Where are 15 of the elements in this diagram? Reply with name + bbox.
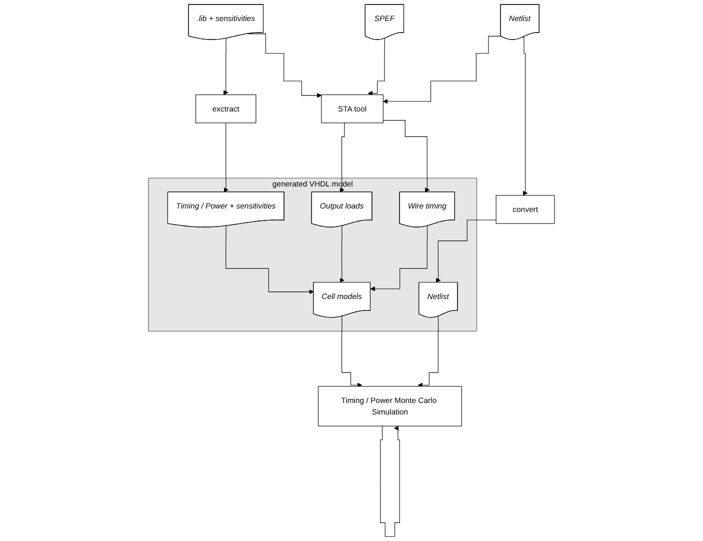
arrow <box>380 426 400 537</box>
arrow <box>382 36 502 104</box>
arrow <box>340 122 348 192</box>
arrow <box>247 34 322 98</box>
arrow <box>223 38 228 95</box>
arrow <box>522 37 528 196</box>
arrow <box>382 120 430 192</box>
arrow <box>368 38 386 96</box>
arrow <box>224 122 229 192</box>
arrow <box>226 226 314 294</box>
arrow <box>436 220 496 283</box>
arrow <box>340 226 344 283</box>
arrow <box>370 226 428 292</box>
arrow <box>418 316 439 388</box>
arrow <box>342 316 362 388</box>
